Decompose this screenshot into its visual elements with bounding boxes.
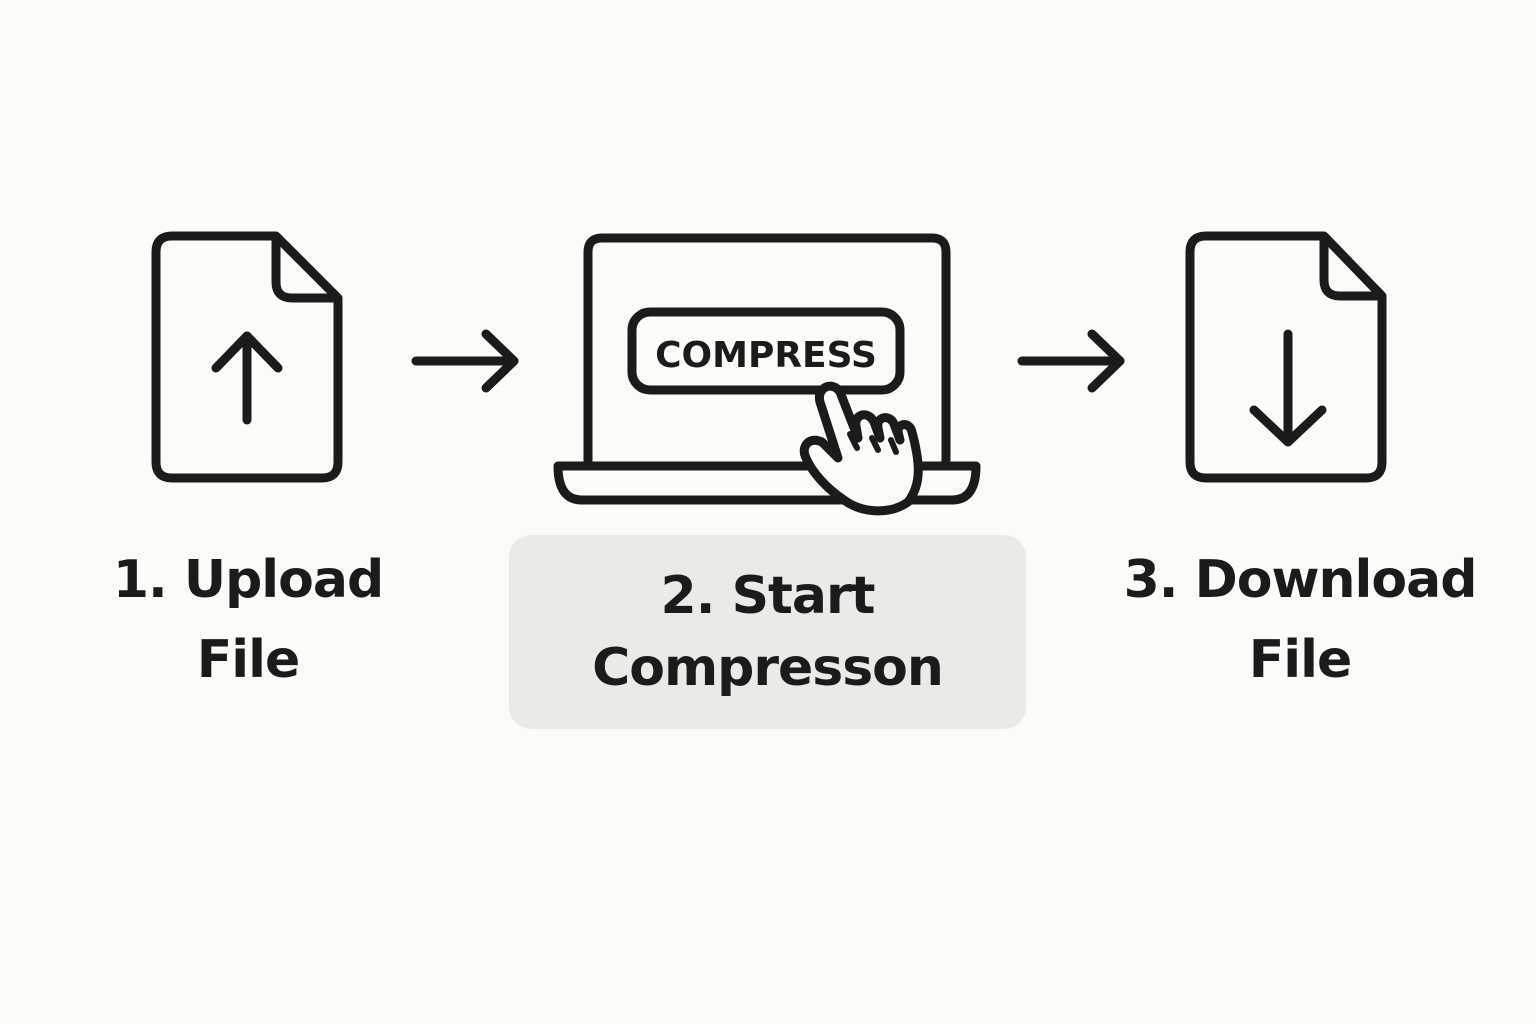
step-2-number: 2. bbox=[660, 566, 716, 626]
step-1-line2: File bbox=[196, 630, 300, 690]
step-2-label: 2. Start Compresson bbox=[509, 560, 1026, 704]
step-2-title: 2. Start bbox=[509, 560, 1026, 632]
step-1-title: 1. Upload bbox=[78, 540, 418, 620]
laptop-icon: COMPRESS bbox=[553, 233, 981, 516]
arrow-right-icon bbox=[411, 329, 519, 393]
arrow-down-icon bbox=[1249, 329, 1327, 447]
step-2-line2: Compresson bbox=[592, 638, 944, 698]
file-upload-icon bbox=[151, 231, 343, 483]
step-1-label: 1. Upload File bbox=[78, 540, 418, 700]
step-2-highlight bbox=[509, 535, 1026, 729]
step-2-line1: Start bbox=[731, 566, 876, 626]
compress-button-label: COMPRESS bbox=[655, 335, 877, 376]
arrow-up-icon bbox=[211, 331, 283, 425]
step-3-number: 3. bbox=[1123, 550, 1179, 610]
compress-button[interactable]: COMPRESS bbox=[627, 307, 905, 395]
step-3-line1: Download bbox=[1194, 550, 1478, 610]
step-3-line2: File bbox=[1248, 630, 1352, 690]
arrow-right-icon bbox=[1017, 329, 1125, 393]
step-1-number: 1. bbox=[112, 550, 168, 610]
step-3-title: 3. Download bbox=[1110, 540, 1490, 620]
hand-pointer-icon bbox=[799, 381, 923, 516]
step-3-label: 3. Download File bbox=[1110, 540, 1490, 700]
step-1-line1: Upload bbox=[183, 550, 384, 610]
file-download-icon bbox=[1185, 231, 1387, 483]
